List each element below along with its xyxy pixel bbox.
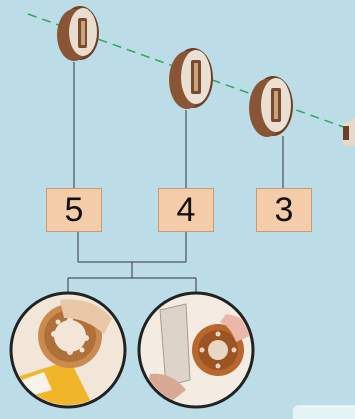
part-label-3-text: 3 [274,190,294,229]
part-label-5: 5 [46,188,102,232]
part-label-5-text: 5 [64,190,84,229]
part-label-4-text: 4 [176,190,196,229]
part-5-washer [57,6,99,61]
gear-icon [192,324,244,376]
detail-circle-mounting [137,291,255,409]
part-label-3: 3 [256,188,312,232]
detail-circle-greasing [9,291,127,409]
detail-bracket [67,232,197,298]
corner-panel [293,405,355,419]
part-label-4: 4 [158,188,214,232]
part-3-bearing-cup [249,76,293,137]
axle-end-part [343,118,355,146]
part-4-spacer [169,48,213,109]
oil-can-icon [14,360,96,405]
